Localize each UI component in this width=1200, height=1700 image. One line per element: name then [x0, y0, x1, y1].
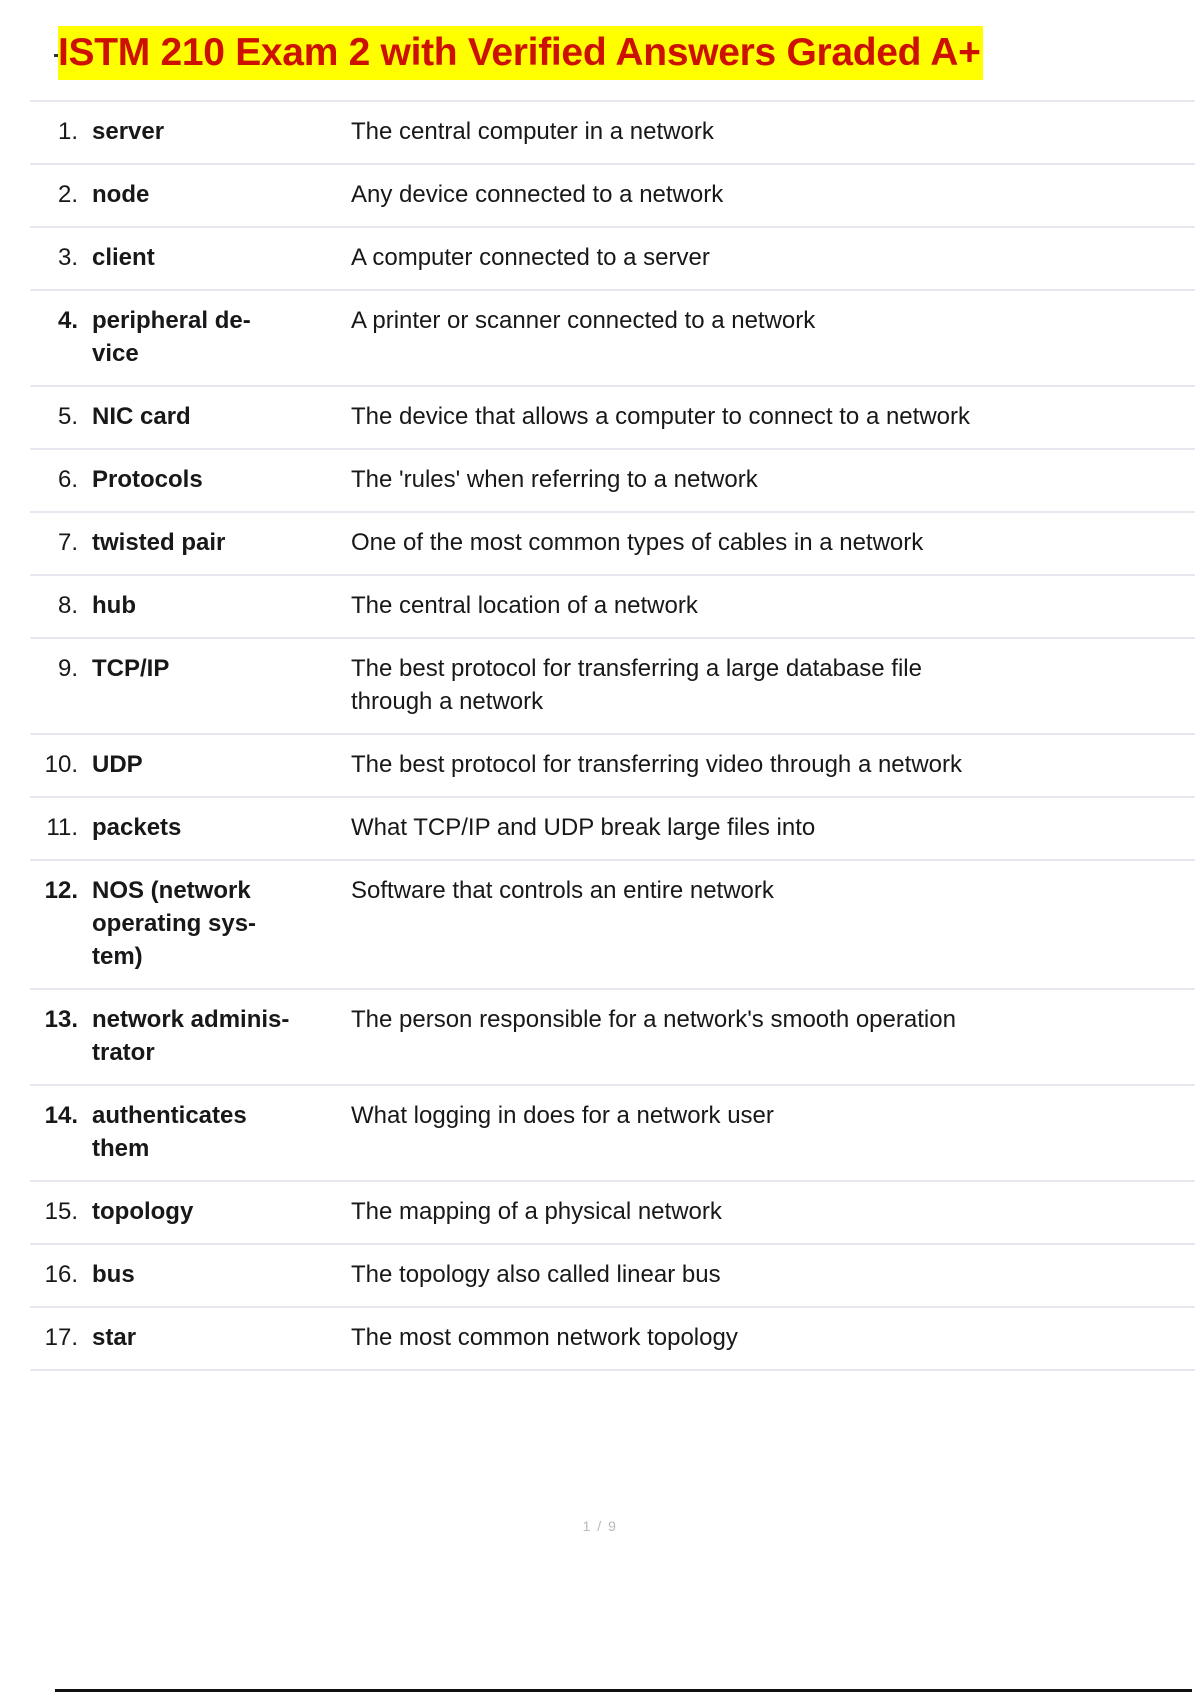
row-number: 8.: [57, 592, 78, 619]
term-label: UDP: [92, 751, 143, 778]
terms-definitions-table: 1. server The central computer in a networ…: [30, 100, 1195, 1371]
table-row: 10. UDP The best protocol for transferring…: [30, 734, 1195, 797]
row-number: 3.: [57, 244, 78, 271]
table-row: 13. network adminis- trator The person res…: [30, 989, 1195, 1085]
table-row: 16. bus The topology also called linear bu…: [30, 1244, 1195, 1307]
definition-text: The person responsible for a network's s…: [351, 1006, 956, 1033]
table-row: 9. TCP/IP The best protocol for transferri…: [30, 638, 1195, 734]
row-number: 17.: [44, 1324, 78, 1351]
row-number: 16.: [44, 1261, 78, 1288]
table-row: 6. Protocols The 'rules' when referring to…: [30, 449, 1195, 512]
definition-text: A computer connected to a server: [351, 244, 710, 271]
term-label: NOS (network operating sys- tem): [92, 877, 257, 970]
term-label: twisted pair: [92, 529, 226, 556]
row-number: 9.: [57, 655, 78, 682]
row-number: 12.: [44, 877, 78, 904]
definition-text: The mapping of a physical network: [351, 1198, 722, 1225]
term-label: TCP/IP: [92, 655, 170, 682]
table-row: 4. peripheral de- vice A printer or scanne…: [30, 290, 1195, 386]
row-number: 1.: [57, 118, 78, 145]
term-label: star: [92, 1324, 137, 1351]
definition-text: The central computer in a network: [351, 118, 714, 145]
row-number: 2.: [57, 181, 78, 208]
term-label: authenticates them: [92, 1102, 247, 1162]
row-number: 15.: [44, 1198, 78, 1225]
term-label: packets: [92, 814, 182, 841]
term-label: peripheral de- vice: [92, 307, 251, 367]
table-row: 14. authenticates them What logging in doe…: [30, 1085, 1195, 1181]
title-margin-mark: [54, 54, 59, 57]
table-row: 11. packets What TCP/IP and UDP break larg…: [30, 797, 1195, 860]
definition-text: Any device connected to a network: [351, 181, 724, 208]
definition-text: The 'rules' when referring to a network: [351, 466, 758, 493]
table-row: 8. hub The central location of a network: [30, 575, 1195, 638]
definition-text: The best protocol for transferring a lar…: [351, 655, 922, 715]
term-label: network adminis- trator: [92, 1006, 290, 1066]
row-number: 4.: [57, 307, 78, 334]
row-number: 13.: [44, 1006, 78, 1033]
definition-text: The most common network topology: [351, 1324, 738, 1351]
definition-text: The central location of a network: [351, 592, 698, 619]
row-number: 11.: [46, 814, 78, 841]
table-row: 5. NIC card The device that allows a compu…: [30, 386, 1195, 449]
definition-text: One of the most common types of cables i…: [351, 529, 924, 556]
definition-text: What logging in does for a network user: [351, 1102, 774, 1129]
table-row: 3. client A computer connected to a server: [30, 227, 1195, 290]
term-label: client: [92, 244, 155, 271]
term-label: NIC card: [92, 403, 191, 430]
definition-text: The topology also called linear bus: [351, 1261, 721, 1288]
document-header: ISTM 210 Exam 2 with Verified Answers Gr…: [0, 26, 1200, 82]
term-label: topology: [92, 1198, 194, 1225]
table-row: 17. star The most common network topology: [30, 1307, 1195, 1370]
term-label: node: [92, 181, 150, 208]
table-row: 15. topology The mapping of a physical net…: [30, 1181, 1195, 1244]
definition-text: A printer or scanner connected to a netw…: [351, 307, 816, 334]
term-label: bus: [92, 1261, 135, 1288]
row-number: 7.: [57, 529, 78, 556]
row-number: 10.: [44, 751, 78, 778]
definition-text: Software that controls an entire network: [351, 877, 774, 904]
bottom-divider: [55, 1689, 1192, 1692]
definition-text: What TCP/IP and UDP break large files in…: [351, 814, 816, 841]
definition-text: The device that allows a computer to con…: [351, 403, 970, 430]
table-body: 1. server The central computer in a networ…: [30, 101, 1195, 1370]
table-row: 12. NOS (network operating sys- tem) Softw…: [30, 860, 1195, 989]
table-row: 2. node Any device connected to a network: [30, 164, 1195, 227]
row-number: 14.: [44, 1102, 78, 1129]
term-label: server: [92, 118, 165, 145]
table-row: 7. twisted pair One of the most common typ…: [30, 512, 1195, 575]
term-label: Protocols: [92, 466, 203, 493]
definition-text: The best protocol for transferring video…: [351, 751, 962, 778]
row-number: 5.: [57, 403, 78, 430]
page-number-indicator: 1 / 9: [582, 1518, 618, 1534]
row-number: 6.: [57, 466, 78, 493]
page-title: ISTM 210 Exam 2 with Verified Answers Gr…: [58, 26, 983, 80]
term-label: hub: [92, 592, 136, 619]
table-row: 1. server The central computer in a networ…: [30, 101, 1195, 164]
